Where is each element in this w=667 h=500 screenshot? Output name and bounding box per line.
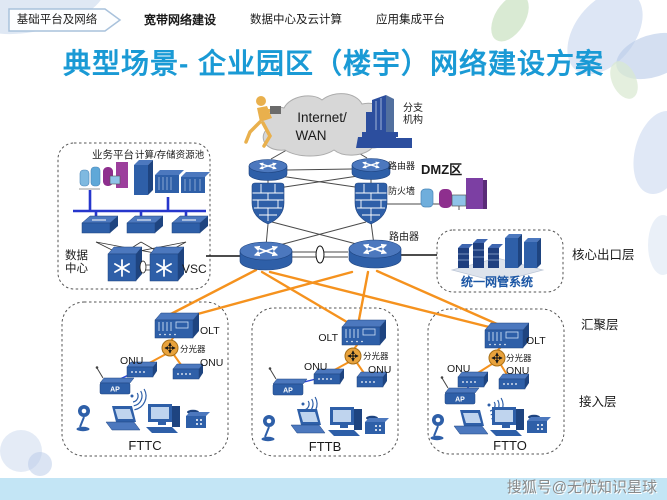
laptop-icon — [453, 409, 489, 435]
ap-label: AP — [110, 387, 120, 394]
firewall-icon — [251, 182, 285, 225]
compute-pool-label: 计算/存储资源池 — [135, 149, 205, 161]
desktop-icon — [146, 404, 180, 433]
ftto-zone — [427, 308, 565, 455]
olt-icon — [484, 322, 530, 349]
onu-label: ONU — [447, 363, 470, 375]
vsc-label: VSC — [182, 262, 207, 276]
fttc-zone — [61, 301, 229, 457]
business-platform-label: 业务平台 — [92, 148, 134, 161]
wireless-waves-icon — [130, 388, 147, 411]
onu-icon — [126, 361, 158, 378]
nav-tab-label: 基础平台及网络 — [16, 14, 98, 26]
router-icon — [352, 159, 390, 180]
link-aggregation-icon — [139, 260, 147, 274]
layer-agg-label: 汇聚层 — [581, 318, 619, 332]
core-router-icon — [349, 240, 401, 268]
business-platform-icons — [79, 162, 128, 190]
decor-petal — [648, 215, 667, 275]
nms-servers-icon — [450, 234, 545, 283]
splitter-label: 分光器 — [506, 353, 532, 363]
decor-petal — [28, 452, 52, 476]
branch-label: 机构 — [403, 113, 423, 126]
switch-icon — [81, 215, 119, 234]
branch-building-icon — [356, 95, 412, 148]
olt-icon — [341, 319, 387, 346]
splitter-icon — [161, 339, 179, 357]
watermark: 搜狐号@无忧知识星球 — [506, 479, 657, 496]
nms-label: 统一网管系统 — [461, 274, 533, 289]
webcam-icon — [260, 414, 276, 443]
ftto-label: FTTO — [493, 438, 527, 453]
webcam-icon — [429, 413, 445, 442]
page-title: 典型场景- 企业园区（楼宇）网络建设方案 — [62, 48, 605, 79]
switch-icon — [171, 215, 209, 234]
decor-leaf — [483, 0, 537, 48]
datacenter-label: 中心 — [65, 262, 88, 275]
nms-zone — [436, 229, 564, 293]
router-icon — [248, 159, 288, 181]
splitter-label: 分光器 — [180, 344, 206, 354]
switch-icon — [126, 215, 164, 234]
running-person-icon — [244, 96, 281, 148]
desktop-icon — [490, 407, 524, 436]
dmz-server-icons — [420, 178, 487, 210]
laptop-icon — [290, 408, 326, 434]
onu-label: ONU — [200, 357, 223, 369]
phone-icon — [527, 414, 551, 433]
top-nav: 基础平台及网络 宽带网络建设 数据中心及云计算 应用集成平台 — [8, 8, 458, 32]
core-router-icon — [239, 241, 293, 271]
arrow-tab-shape — [8, 8, 122, 32]
datacenter-zone — [57, 142, 211, 290]
compute-pool-icons — [134, 160, 210, 195]
firewall-label: 防火墙 — [388, 185, 415, 196]
onu-label: ONU — [368, 364, 391, 376]
onu-label: ONU — [304, 361, 327, 373]
fttb-label: FTTB — [309, 439, 342, 454]
splitter-icon — [489, 350, 505, 366]
olt-label: OLT — [526, 335, 546, 347]
ap-icon — [268, 366, 308, 396]
phone-icon — [365, 415, 389, 434]
splitter-icon — [345, 348, 361, 364]
olt-label: OLT — [200, 325, 220, 337]
layer-access-label: 接入层 — [579, 394, 617, 409]
olt-label: OLT — [318, 332, 338, 344]
onu-label: ONU — [120, 355, 143, 367]
branch-label: 分支 — [403, 102, 423, 114]
internet-label: Internet/ — [297, 110, 347, 125]
dmz-label: DMZ区 — [421, 162, 462, 177]
core-switch-icon — [107, 246, 143, 282]
webcam-icon — [76, 405, 90, 432]
bottom-bar — [0, 478, 667, 500]
link-aggregation-icon — [315, 245, 325, 264]
nav-tab-datacenter[interactable]: 数据中心及云计算 — [238, 8, 355, 32]
splitter-label: 分光器 — [363, 351, 389, 361]
wan-label: WAN — [296, 128, 327, 143]
router-top-label: 路由器 — [388, 160, 415, 171]
onu-label: ONU — [506, 365, 529, 377]
laptop-icon — [105, 406, 141, 431]
nav-tab-broadband[interactable]: 宽带网络建设 — [132, 8, 229, 32]
layer-core-label: 核心出口层 — [572, 248, 635, 262]
router-core-label: 路由器 — [389, 230, 419, 243]
core-switch-icon — [149, 246, 185, 282]
phone-icon — [186, 409, 210, 428]
olt-icon — [154, 312, 200, 339]
onu-icon — [172, 363, 204, 380]
nav-tab-base-platform[interactable]: 基础平台及网络 — [8, 8, 122, 32]
fttc-label: FTTC — [128, 438, 161, 453]
network-diagram: AP — [57, 93, 635, 457]
datacenter-label: 数据 — [65, 248, 88, 262]
fiber-uplinks — [165, 268, 508, 331]
firewall-icon — [354, 182, 388, 225]
desktop-icon — [328, 407, 362, 436]
nav-tab-integration[interactable]: 应用集成平台 — [364, 8, 458, 32]
ap-icon: AP — [95, 366, 135, 395]
